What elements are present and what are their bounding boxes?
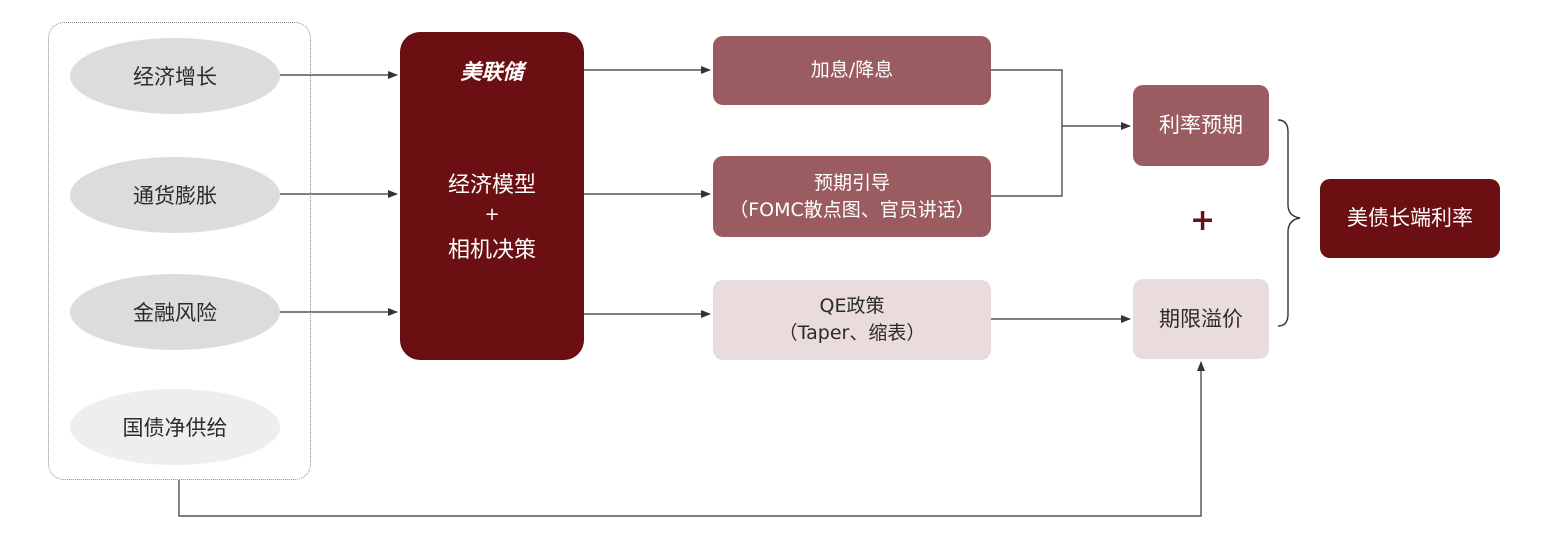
tool-qe-title: QE政策 bbox=[819, 295, 885, 317]
component-rate-expectation: 利率预期 bbox=[1133, 85, 1269, 166]
factor-economic-growth: 经济增长 bbox=[70, 38, 280, 114]
fed-discretionary-decision: 相机决策 bbox=[447, 238, 536, 263]
connector-rate-merge bbox=[991, 69, 1063, 197]
factor-inflation: 通货膨胀 bbox=[70, 157, 280, 233]
rate-expectation-label: 利率预期 bbox=[1159, 113, 1243, 137]
factor-financial-risk: 金融风险 bbox=[70, 274, 280, 350]
tool-guidance-detail: （FOMC散点图、官员讲话） bbox=[729, 198, 975, 221]
tool-qe-detail: （Taper、缩表） bbox=[778, 322, 926, 344]
term-premium-label: 期限溢价 bbox=[1159, 306, 1243, 331]
fed-box: 美联储 经济模型 + 相机决策 bbox=[400, 32, 584, 360]
component-term-premium: 期限溢价 bbox=[1133, 279, 1269, 359]
result-label: 美债长端利率 bbox=[1347, 206, 1473, 230]
component-plus: + bbox=[1190, 203, 1216, 238]
factor-group-frame bbox=[48, 22, 311, 480]
curly-brace bbox=[1277, 119, 1301, 327]
arrow-supply-to-term-premium bbox=[178, 361, 1205, 517]
tool-forward-guidance: 预期引导 （FOMC散点图、官员讲话） bbox=[713, 156, 991, 237]
fed-plus: + bbox=[484, 204, 500, 225]
fed-economic-model: 经济模型 bbox=[447, 173, 536, 198]
tool-guidance-title: 预期引导 bbox=[813, 171, 890, 194]
factor-treasury-net-supply: 国债净供给 bbox=[70, 389, 280, 465]
tool-rate-change: 加息/降息 bbox=[713, 36, 991, 105]
tool-rate-label: 加息/降息 bbox=[810, 59, 894, 81]
result-long-term-treasury-yield: 美债长端利率 bbox=[1320, 179, 1500, 258]
tool-qe-policy: QE政策 （Taper、缩表） bbox=[713, 280, 991, 360]
fed-name: 美联储 bbox=[460, 60, 524, 84]
